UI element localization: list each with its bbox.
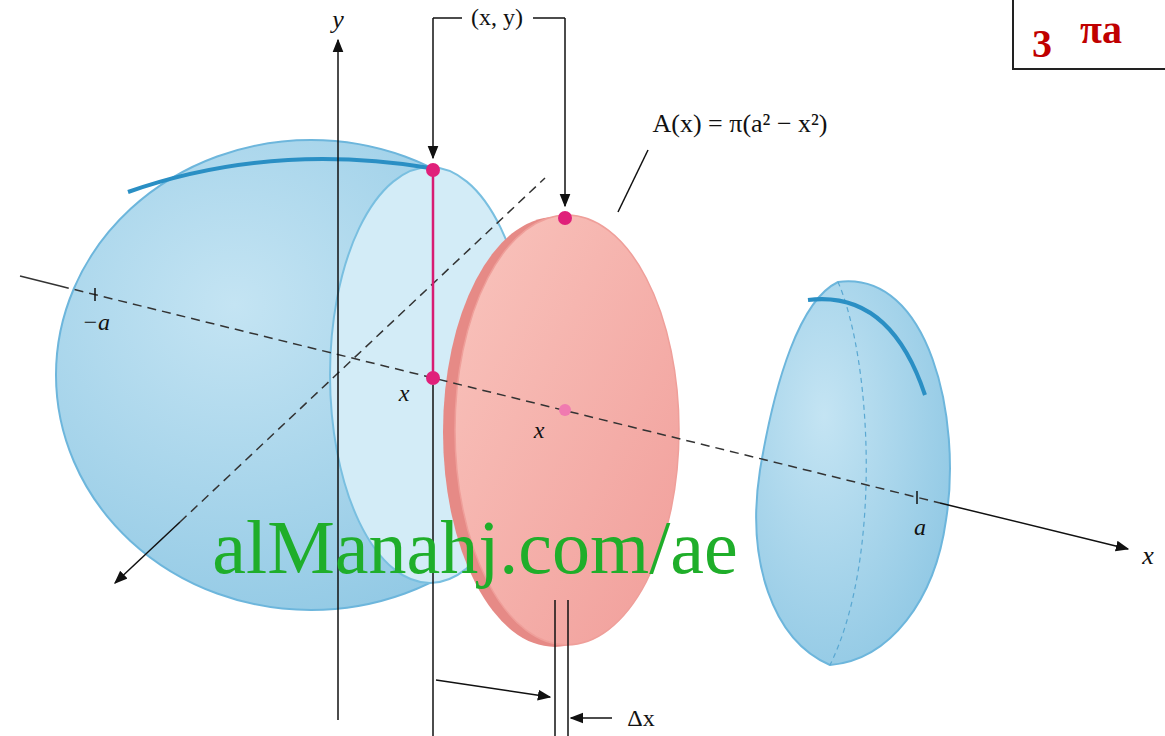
tick bbox=[916, 491, 918, 504]
axis-label: x bbox=[1142, 542, 1154, 571]
formula-box: 3 πa bbox=[1012, 0, 1165, 70]
axis-label: y bbox=[332, 6, 344, 35]
x-axis bbox=[940, 503, 1128, 549]
bracket bbox=[533, 17, 565, 19]
point bbox=[426, 371, 440, 385]
dimension-arrow bbox=[436, 680, 550, 697]
bracket bbox=[564, 18, 566, 206]
axis-mark: −a bbox=[82, 309, 110, 335]
x-axis bbox=[20, 276, 60, 286]
ridge-line bbox=[128, 159, 430, 192]
point bbox=[559, 404, 571, 416]
z-axis bbox=[180, 178, 545, 522]
fraction-denominator: 3 bbox=[1032, 24, 1052, 64]
area-formula: A(x) = π(a² − x²) bbox=[653, 110, 828, 139]
point-label: (x, y) bbox=[471, 4, 523, 30]
y-axis bbox=[337, 40, 339, 720]
dimension-arrow bbox=[571, 717, 612, 719]
cap-face-edge bbox=[830, 282, 866, 665]
guide-line bbox=[567, 600, 569, 736]
formula-text: πa bbox=[1080, 10, 1122, 50]
guide-line bbox=[554, 600, 556, 736]
x-axis bbox=[60, 286, 940, 503]
bracket bbox=[433, 17, 462, 19]
sphere-cap bbox=[756, 281, 950, 665]
axis-mark: x bbox=[399, 380, 410, 406]
tick bbox=[94, 288, 96, 301]
ridge-line bbox=[808, 299, 925, 395]
point bbox=[558, 211, 572, 225]
dimension-label: Δx bbox=[627, 705, 654, 731]
point bbox=[426, 163, 440, 177]
axis-mark: a bbox=[914, 514, 926, 540]
bracket bbox=[432, 18, 434, 158]
z-axis bbox=[115, 522, 180, 583]
point-segment bbox=[432, 170, 435, 378]
watermark: alManahj.com/ae bbox=[212, 506, 737, 590]
leader-line bbox=[618, 150, 648, 212]
axis-mark: x bbox=[534, 417, 545, 443]
